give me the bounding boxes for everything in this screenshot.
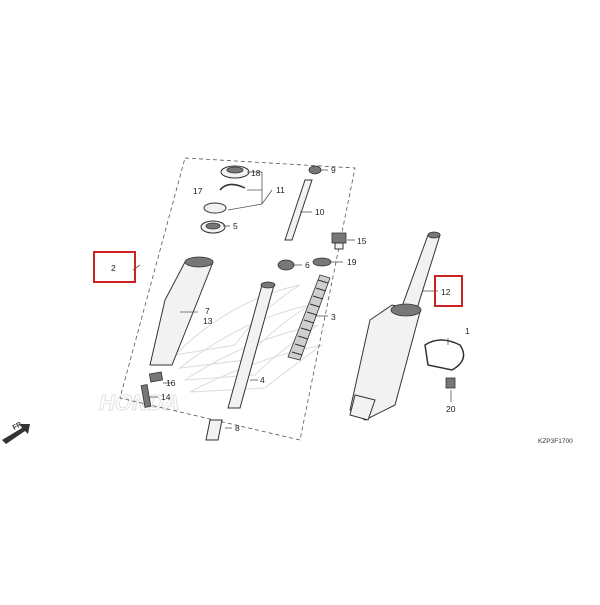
front-direction-label: FR. <box>12 420 25 432</box>
honda-wing-watermark: HONDA <box>96 284 323 415</box>
callout-20: 20 <box>446 404 456 414</box>
callout-11: 11 <box>276 185 285 195</box>
callout-10: 10 <box>315 207 325 217</box>
diagram-code: KZP3F1700 <box>538 438 573 445</box>
callout-12: 12 <box>441 287 451 297</box>
bracket-1 <box>424 339 465 389</box>
leader-lines <box>132 169 452 429</box>
callout-9: 9 <box>331 165 336 175</box>
callout-4: 4 <box>260 375 265 385</box>
callout-17: 17 <box>193 186 203 196</box>
callout-18: 18 <box>251 168 261 178</box>
callout-7: 7 <box>205 306 210 316</box>
callout-3: 3 <box>331 312 336 322</box>
callout-14: 14 <box>161 392 171 402</box>
highlight-box-12 <box>434 275 463 307</box>
highlight-box-2 <box>93 251 136 283</box>
callout-13: 13 <box>203 316 213 326</box>
fork-assembly-complete <box>349 231 441 421</box>
callout-5: 5 <box>233 221 238 231</box>
callout-19: 19 <box>347 257 357 267</box>
callout-15: 15 <box>357 236 367 246</box>
front-direction-arrow <box>2 424 30 444</box>
callout-1: 1 <box>465 326 470 336</box>
seal-rings <box>200 165 250 234</box>
fork-pipe <box>205 281 276 441</box>
callout-labels: 1 2 3 4 5 6 7 8 9 10 11 12 13 14 15 16 1… <box>111 165 470 433</box>
callout-6: 6 <box>305 260 310 270</box>
group-outline <box>119 157 356 441</box>
damper-rod <box>277 165 322 271</box>
callout-2: 2 <box>111 263 116 273</box>
callout-16: 16 <box>166 378 176 388</box>
bolt-15 <box>331 232 347 250</box>
fork-outer-tube <box>140 256 214 408</box>
callout-8: 8 <box>235 423 240 433</box>
